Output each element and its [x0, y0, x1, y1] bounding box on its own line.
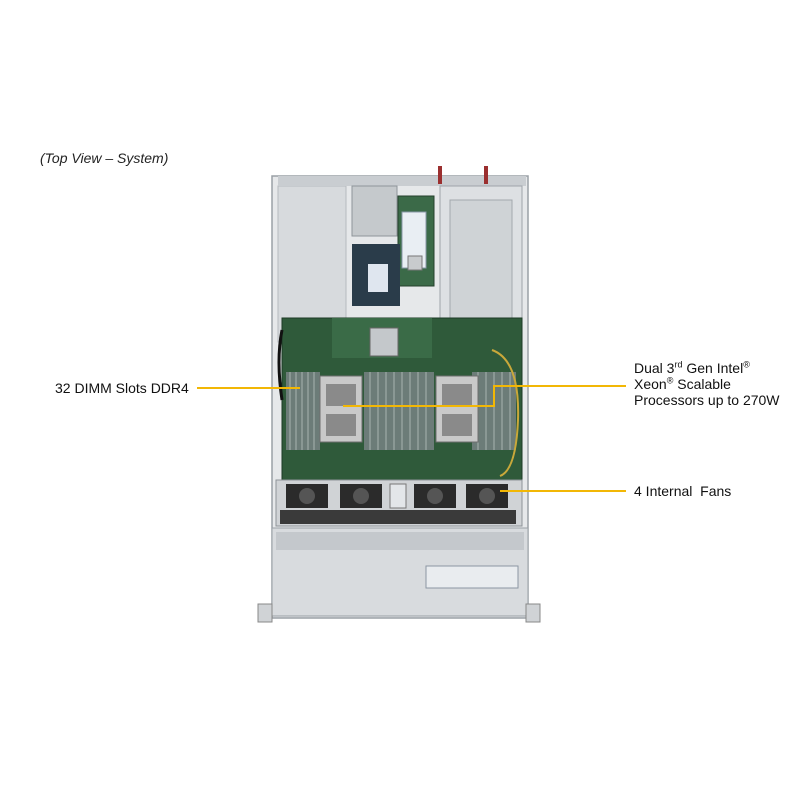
figure-caption: (Top View – System): [40, 150, 169, 166]
cpu-line1-reg: ®: [743, 359, 750, 370]
cpu-line2-b: Scalable: [673, 376, 731, 392]
callout-fans-label: 4 Internal Fans: [634, 483, 732, 499]
front-label: [425, 565, 519, 589]
cpu-line1-sup: rd: [674, 359, 683, 370]
callout-dimm-label: 32 DIMM Slots DDR4: [55, 380, 189, 396]
cpu-line1-a: Dual 3: [634, 360, 675, 376]
callout-cpu-line3: Processors up to 270W: [634, 392, 780, 408]
callout-lines: [197, 385, 626, 492]
riser-card: [351, 185, 398, 237]
callout-line-cpu: [343, 385, 626, 407]
callout-cpu-line1: Dual 3rd Gen Intel®: [634, 360, 780, 376]
cpu-line2-reg: ®: [666, 375, 674, 386]
cpu-line1-b: Gen Intel: [682, 360, 744, 376]
callout-cpu-line2: Xeon® Scalable: [634, 376, 780, 392]
cpu-line2-a: Xeon: [634, 376, 667, 392]
callout-cpu-label: Dual 3rd Gen Intel® Xeon® Scalable Proce…: [634, 360, 780, 408]
cpu-heatsinks: [319, 375, 479, 443]
